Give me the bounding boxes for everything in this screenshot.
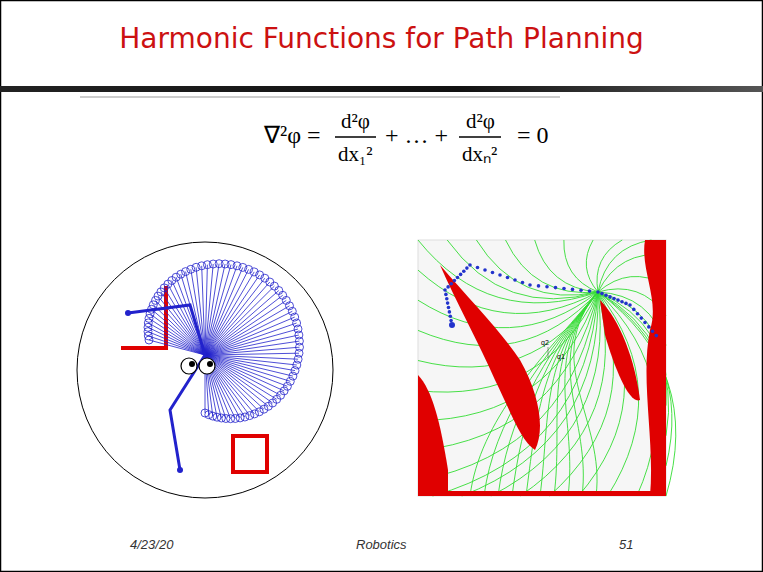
equation-term: + … +	[385, 122, 448, 150]
fraction-numerator: d²φ	[466, 109, 495, 133]
equation-term: ∇²φ =	[264, 122, 321, 150]
axis-label: q1	[557, 353, 565, 361]
footer-course: Robotics	[356, 538, 407, 553]
fraction-numerator: d²φ	[341, 109, 370, 133]
slide-title: Harmonic Functions for Path Planning	[0, 22, 763, 55]
footer-date: 4/23/20	[130, 538, 173, 553]
footer-page: 51	[619, 538, 633, 553]
equation-term: = 0	[517, 122, 549, 150]
fraction-denominator: dx₁²	[338, 142, 373, 166]
axis-label: q2	[541, 339, 549, 347]
fraction-denominator: dxₙ²	[462, 142, 497, 166]
